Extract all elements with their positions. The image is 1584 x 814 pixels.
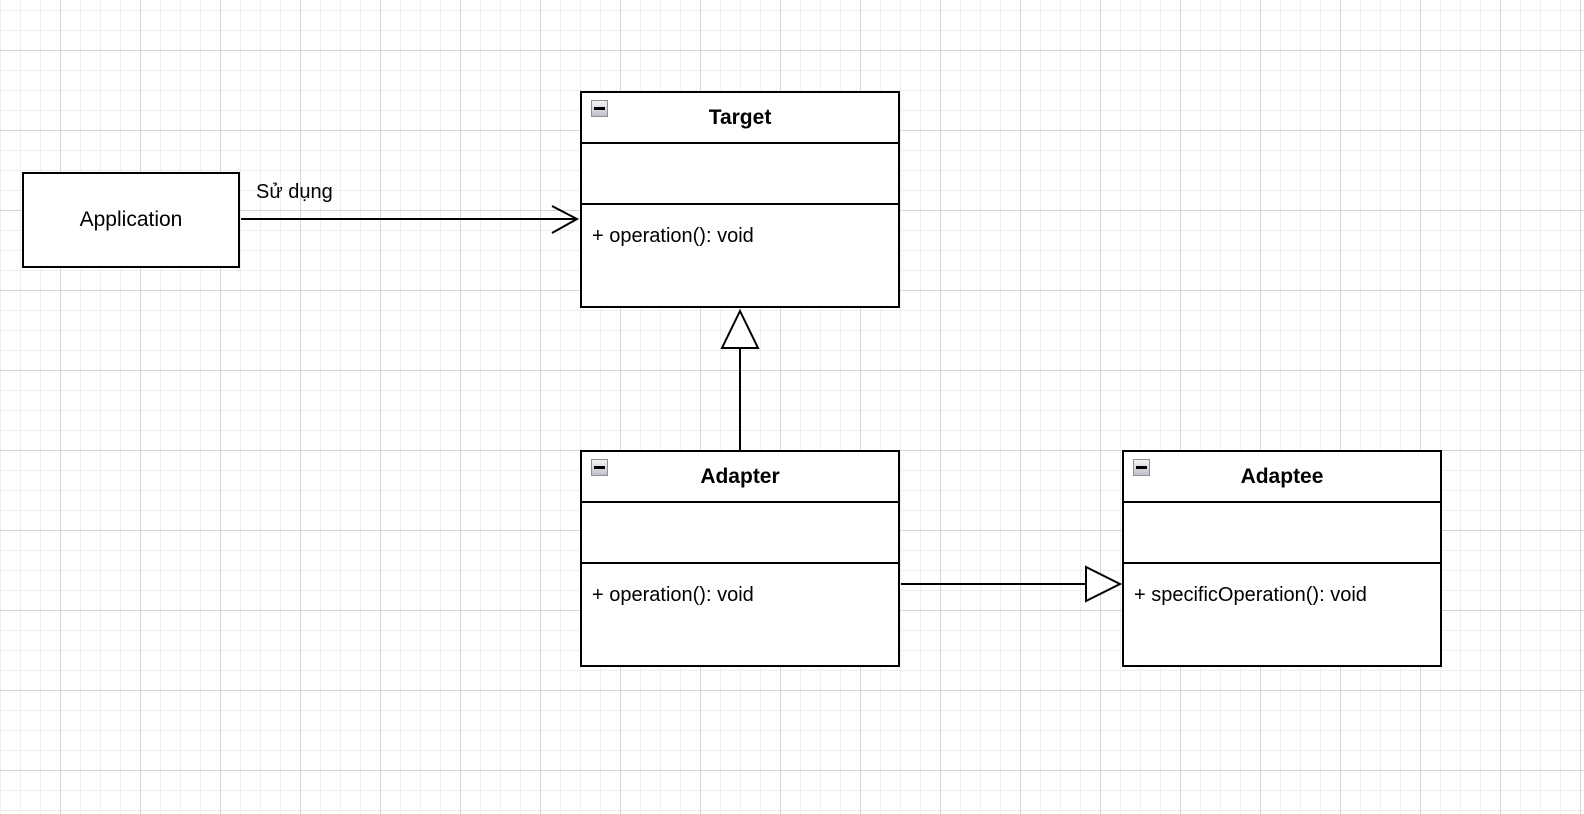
node-adapter[interactable]: Adapter + operation(): void bbox=[580, 450, 900, 667]
collapse-minus-icon[interactable] bbox=[1133, 459, 1150, 476]
adapter-attributes-section bbox=[582, 503, 898, 564]
edge-adapter-to-adaptee[interactable] bbox=[901, 565, 1123, 603]
adapter-header: Adapter bbox=[582, 452, 898, 503]
target-title: Target bbox=[708, 105, 772, 129]
target-attributes-section bbox=[582, 144, 898, 205]
minus-glyph-icon bbox=[1136, 466, 1147, 469]
open-arrow-icon bbox=[551, 205, 580, 234]
minus-glyph-icon bbox=[594, 466, 605, 469]
node-application[interactable]: Application bbox=[22, 172, 240, 268]
adaptee-attributes-section bbox=[1124, 503, 1440, 564]
adaptee-header: Adaptee bbox=[1124, 452, 1440, 503]
application-label: Application bbox=[79, 208, 183, 231]
adapter-methods-section: + operation(): void bbox=[582, 564, 898, 665]
node-adaptee[interactable]: Adaptee + specificOperation(): void bbox=[1122, 450, 1442, 667]
collapse-minus-icon[interactable] bbox=[591, 100, 608, 117]
adapter-method: + operation(): void bbox=[592, 584, 754, 606]
target-header: Target bbox=[582, 93, 898, 144]
node-target[interactable]: Target + operation(): void bbox=[580, 91, 900, 308]
target-methods-section: + operation(): void bbox=[582, 205, 898, 306]
edge-uses[interactable] bbox=[241, 205, 580, 234]
hollow-triangle-icon bbox=[1085, 565, 1123, 603]
edge-adapter-extends-target[interactable] bbox=[720, 308, 760, 450]
target-method: + operation(): void bbox=[592, 225, 754, 247]
adaptee-methods-section: + specificOperation(): void bbox=[1124, 564, 1440, 665]
adaptee-title: Adaptee bbox=[1240, 464, 1324, 488]
minus-glyph-icon bbox=[594, 107, 605, 110]
adapter-title: Adapter bbox=[700, 464, 780, 488]
hollow-triangle-icon bbox=[720, 308, 760, 349]
adaptee-method: + specificOperation(): void bbox=[1134, 584, 1367, 606]
collapse-minus-icon[interactable] bbox=[591, 459, 608, 476]
edge-label-uses[interactable]: Sử dụng bbox=[256, 181, 333, 203]
